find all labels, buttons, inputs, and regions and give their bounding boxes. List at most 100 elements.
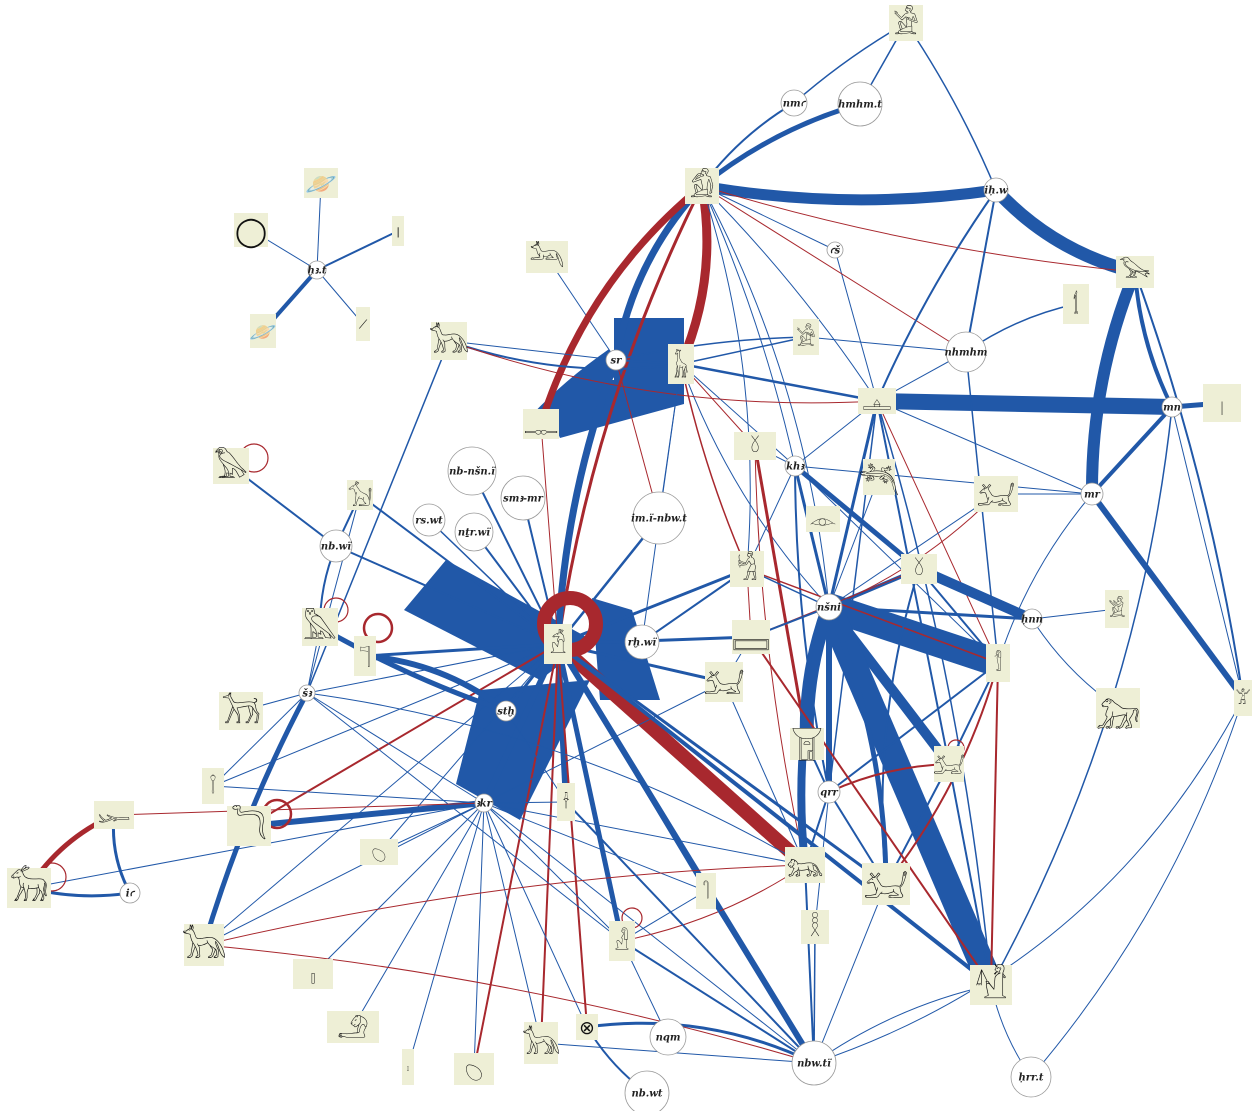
word-node: mr — [1080, 482, 1104, 506]
edge-s_man_hand-s_seth_main — [556, 185, 704, 645]
sign-glyph: 𓊹 — [360, 645, 371, 668]
word-label: nmꜥ — [783, 99, 807, 110]
word-label: ꜣkr — [476, 799, 492, 810]
standing-man-icon: 𓀀 — [793, 319, 819, 355]
ringed-sphere-dots-icon: 🪐 — [304, 168, 338, 200]
pipe-icon: 𓆱 — [94, 801, 134, 830]
word-node: ḥrr.t — [1010, 1056, 1052, 1098]
edge-w_nbwti-s_jackal2 — [540, 1042, 815, 1064]
edge-w_akr-s_bar_dots — [312, 802, 485, 975]
edge-s_animal_mat-s_lying_figure — [948, 763, 992, 986]
word-node: iḥ.w — [983, 177, 1009, 203]
sign-box — [863, 459, 895, 495]
sign-box — [94, 801, 134, 829]
edge-s_seth_main-s_ring_bar — [473, 643, 559, 1070]
word-node-circle — [1010, 1056, 1052, 1098]
sign-glyph: 𓆇 — [465, 1055, 483, 1086]
funerary-bed-icon: 𓍱 — [901, 554, 937, 586]
edge-s_giraffe-s_plinth — [680, 362, 878, 403]
standing-dog-icon: 𓃡 — [219, 692, 263, 731]
sign-glyph: 𓊵 — [862, 389, 892, 415]
word-label: ḥnn — [1021, 615, 1043, 626]
edge-s_bed-s_animal_lying — [754, 445, 806, 866]
edge-w_kh-w_nsni — [793, 465, 831, 608]
sign-box — [1116, 256, 1154, 288]
word-node: nbw.tï — [791, 1040, 837, 1086]
edge-s_animal_small-s_seth_main — [359, 494, 559, 645]
rim-icon: 𓆇 — [360, 839, 398, 866]
word-label: ꜥš — [830, 246, 841, 257]
edge-s_jackal-s_giraffe — [448, 340, 682, 370]
stroke-sign-icon: 𓏺 — [1203, 384, 1241, 423]
edge-s_raise_arms-w_hrrt — [1030, 697, 1244, 1078]
word-label: qrr — [820, 788, 838, 799]
word-node-circle — [307, 260, 327, 280]
sign-glyph: 𓅨 — [1119, 256, 1152, 289]
snake-icon: 𓆓 — [227, 805, 271, 848]
sign-box — [392, 216, 404, 246]
sitting-dog-icon: 𓃥 — [181, 924, 226, 967]
seated-god-icon: 𓁣 — [544, 624, 572, 664]
tent-icon: 𓊃 — [523, 409, 559, 441]
sign-box — [327, 1011, 379, 1043]
sign-box — [576, 1014, 598, 1040]
edge-s_seth_main-s_rim — [378, 643, 559, 853]
edge-w_akr-w_nbwti — [483, 802, 815, 1064]
edge-w_akr-s_cross — [483, 802, 588, 1028]
sign-box — [793, 319, 819, 355]
word-node: hmhm.t — [837, 81, 883, 127]
word-node: ꜣkr — [474, 793, 494, 813]
sign-box — [1105, 590, 1129, 628]
edge-w_ht-s_drop1 — [316, 230, 399, 271]
sign-glyph: 𓃫 — [976, 479, 1015, 514]
sign-glyph: 𓀁 — [690, 168, 715, 204]
edge-w_akr-s_jackal2 — [483, 802, 542, 1044]
edge-w_akr-s_thin_stroke — [407, 802, 485, 1068]
sign-box — [705, 662, 743, 702]
edge-w_as-s_plinth — [834, 249, 878, 402]
animal-with-comb-icon: 𓃫 — [862, 863, 910, 906]
word-node-circle — [624, 1070, 670, 1111]
sign-glyph: 𓃢 — [529, 241, 564, 274]
edge-s_tent-s_seth_main — [540, 423, 559, 645]
sign-box — [304, 168, 338, 198]
word-node: nb.wt — [624, 1070, 670, 1111]
sign-glyph: 𓅃 — [214, 447, 248, 486]
edge-w_mr-s_raise_arms — [1089, 492, 1246, 700]
word-node: nšni — [815, 593, 843, 621]
seated-figure-icon: 𓁐 — [609, 921, 635, 961]
sign-box — [302, 608, 338, 646]
word-node: smꜣ-mr — [500, 475, 546, 521]
edge-s_man_hand-s_bird — [701, 185, 1136, 273]
word-node-circle — [624, 624, 660, 660]
sign-glyph: 𓏤 — [310, 961, 315, 991]
sign-box — [1096, 688, 1140, 728]
sign-box — [213, 448, 249, 484]
edge-w_akr-s_animal_basket — [483, 681, 725, 804]
edge-w_ihw-s_plinth — [876, 189, 997, 402]
seth-animal-on-pedestal-icon: 𓃫 — [974, 476, 1018, 514]
word-label: mn — [1163, 403, 1181, 414]
flat-bar-icon: 𓈙 — [732, 620, 770, 655]
edge-s_man_staff_right-w_qrr — [828, 662, 999, 793]
lying-dog-icon: 𓃢 — [526, 241, 568, 274]
sign-box — [858, 388, 896, 414]
edge-w_ihw-w_nhmhm — [965, 189, 997, 353]
sign-glyph: ◯ — [235, 214, 267, 249]
edge-s_animal_lying-w_nbwti — [804, 864, 815, 1064]
sign-box — [234, 213, 268, 247]
word-node-circle — [945, 331, 987, 373]
sign-glyph: 𓁣 — [550, 628, 567, 659]
word-node: sr — [605, 349, 627, 371]
sign-box — [354, 636, 376, 676]
sign-glyph: 𓎛 — [810, 912, 820, 942]
word-node: nb.wï — [319, 529, 353, 563]
sign-glyph: 𓀃 — [1108, 597, 1125, 622]
word-node: šꜣ — [298, 684, 316, 702]
edge-s_bar-s_lying_figure — [750, 636, 992, 986]
word-node: nmꜥ — [780, 89, 808, 117]
edge-s_man_hand-w_sr — [612, 183, 705, 361]
sign-glyph: 𓉠 — [791, 728, 823, 761]
edge-w_nbwi-s_seth_main — [335, 545, 559, 645]
animal-on-basket-icon: 𓃫 — [703, 662, 745, 702]
